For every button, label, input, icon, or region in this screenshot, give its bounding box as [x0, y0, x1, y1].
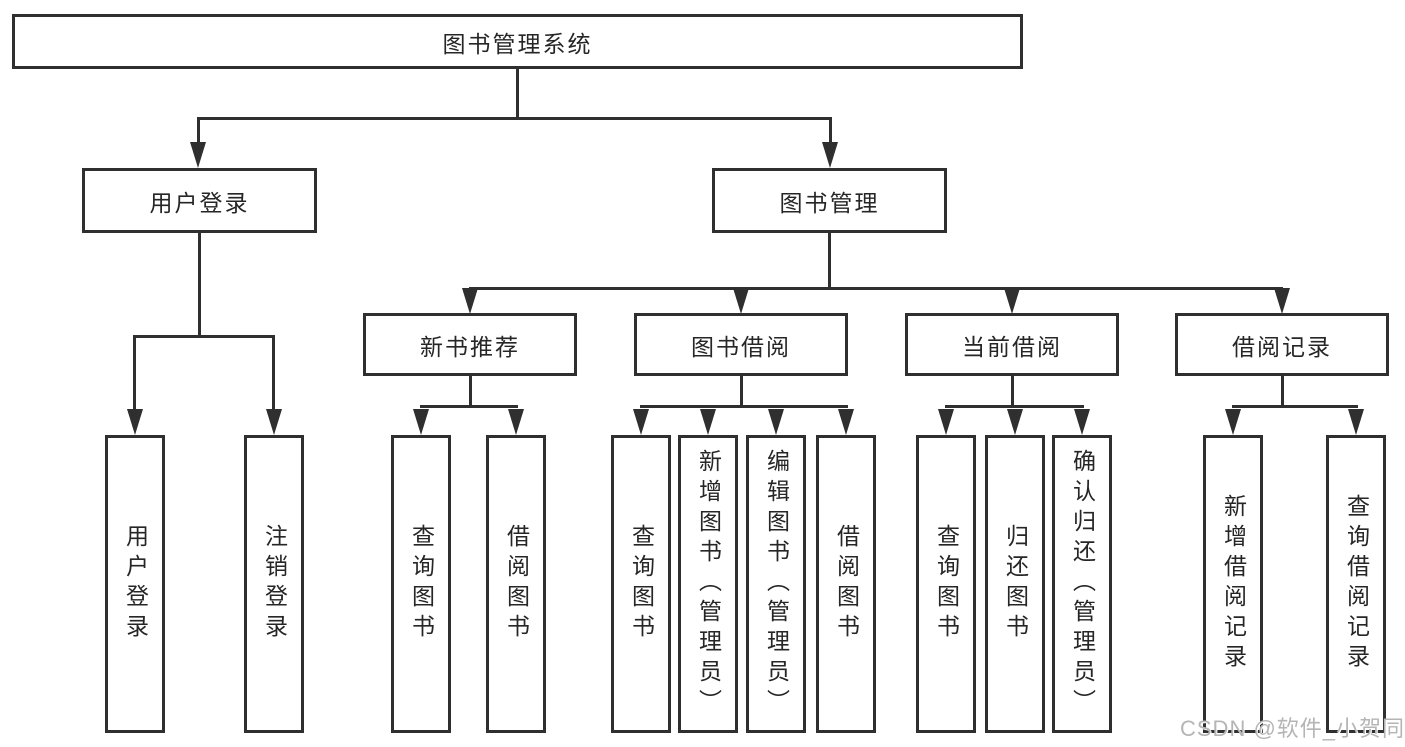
node-new-book-recommend: 新书推荐 [363, 313, 577, 376]
node-label: 用户登录 [149, 189, 250, 216]
leaf-user-login: 用户登录 [105, 435, 165, 733]
arrowhead-to-leaf [768, 409, 784, 435]
leaf-add-borrow-record: 新增借阅记录 [1203, 435, 1263, 733]
arrowhead-to-leaf [1007, 409, 1023, 435]
connector-shaft [197, 117, 200, 149]
arrowhead-to-borrow-record [1274, 288, 1290, 314]
arrowhead-to-leaf [1225, 409, 1241, 435]
connector-trunk [469, 376, 472, 407]
leaf-label: 编辑图书（管理员） [763, 449, 790, 719]
connector-branch [1232, 405, 1358, 408]
node-label: 借阅记录 [1232, 333, 1332, 360]
leaf-label: 用户登录 [122, 524, 149, 644]
connector-level3-branch [469, 287, 1283, 290]
connector-trunk [1011, 376, 1014, 407]
node-user-login: 用户登录 [82, 168, 317, 233]
connector-book-management-trunk [828, 233, 831, 290]
arrowhead-to-user-login [190, 142, 206, 168]
arrowhead-to-book-borrow [733, 288, 749, 314]
node-label: 图书借阅 [691, 333, 791, 360]
leaf-return-book: 归还图书 [985, 435, 1045, 733]
leaf-edit-book-admin: 编辑图书（管理员） [746, 435, 806, 733]
leaf-label: 查询图书 [933, 524, 960, 644]
leaf-label: 查询图书 [408, 524, 435, 644]
node-label: 当前借阅 [962, 333, 1062, 360]
leaf-borrow-book: 借阅图书 [816, 435, 876, 733]
arrowhead-to-leaf [1074, 409, 1090, 435]
arrowhead-to-new-book-recommend [462, 288, 478, 314]
leaf-borrow-book-recommend: 借阅图书 [486, 435, 546, 733]
leaf-query-book-borrow: 查询图书 [611, 435, 671, 733]
connector-branch [420, 405, 518, 408]
connector-branch [640, 405, 848, 408]
connector-user-login-branch [133, 335, 275, 338]
leaf-logout-login: 注销登录 [244, 435, 304, 733]
leaf-label: 查询图书 [628, 524, 655, 644]
leaf-confirm-return-admin: 确认归还（管理员） [1052, 435, 1112, 733]
arrowhead-to-leaf [1348, 409, 1364, 435]
connector-shaft [272, 335, 275, 413]
node-label: 新书推荐 [420, 333, 520, 360]
node-borrow-record: 借阅记录 [1175, 313, 1389, 376]
node-current-borrow: 当前借阅 [905, 313, 1119, 376]
arrowhead-to-leaf [633, 409, 649, 435]
connector-shaft [133, 335, 136, 413]
csdn-watermark: CSDN @软件_小贺同学 [1180, 716, 1405, 741]
connector-trunk [1281, 376, 1284, 407]
arrowhead-to-leaf [127, 409, 143, 435]
arrowhead-to-leaf [700, 409, 716, 435]
node-label: 图书管理系统 [442, 30, 593, 57]
node-label: 图书管理 [779, 189, 880, 216]
leaf-label: 确认归还（管理员） [1069, 449, 1096, 719]
arrowhead-to-leaf [838, 409, 854, 435]
connector-branch [945, 405, 1084, 408]
leaf-add-book-admin: 新增图书（管理员） [678, 435, 738, 733]
leaf-label: 注销登录 [261, 524, 288, 644]
leaf-label: 新增图书（管理员） [695, 449, 722, 719]
connector-shaft [829, 117, 832, 149]
leaf-label: 借阅图书 [833, 524, 860, 644]
node-book-borrow: 图书借阅 [634, 313, 848, 376]
connector-root-trunk [516, 69, 519, 120]
leaf-query-borrow-record: 查询借阅记录 [1326, 435, 1386, 733]
node-library-management-system: 图书管理系统 [12, 14, 1023, 69]
leaf-label: 查询借阅记录 [1343, 494, 1370, 674]
connector-user-login-trunk [198, 233, 201, 337]
arrowhead-to-leaf [413, 409, 429, 435]
arrowhead-to-leaf [508, 409, 524, 435]
arrowhead-to-current-borrow [1004, 288, 1020, 314]
connector-trunk [740, 376, 743, 407]
connector-root-branch [197, 117, 832, 120]
arrowhead-to-book-management [822, 142, 838, 168]
leaf-query-book-recommend: 查询图书 [391, 435, 451, 733]
leaf-label: 新增借阅记录 [1220, 494, 1247, 674]
leaf-label: 借阅图书 [503, 524, 530, 644]
leaf-query-book-current: 查询图书 [916, 435, 976, 733]
arrowhead-to-leaf [938, 409, 954, 435]
leaf-label: 归还图书 [1002, 524, 1029, 644]
node-book-management: 图书管理 [712, 168, 947, 233]
arrowhead-to-leaf [266, 409, 282, 435]
